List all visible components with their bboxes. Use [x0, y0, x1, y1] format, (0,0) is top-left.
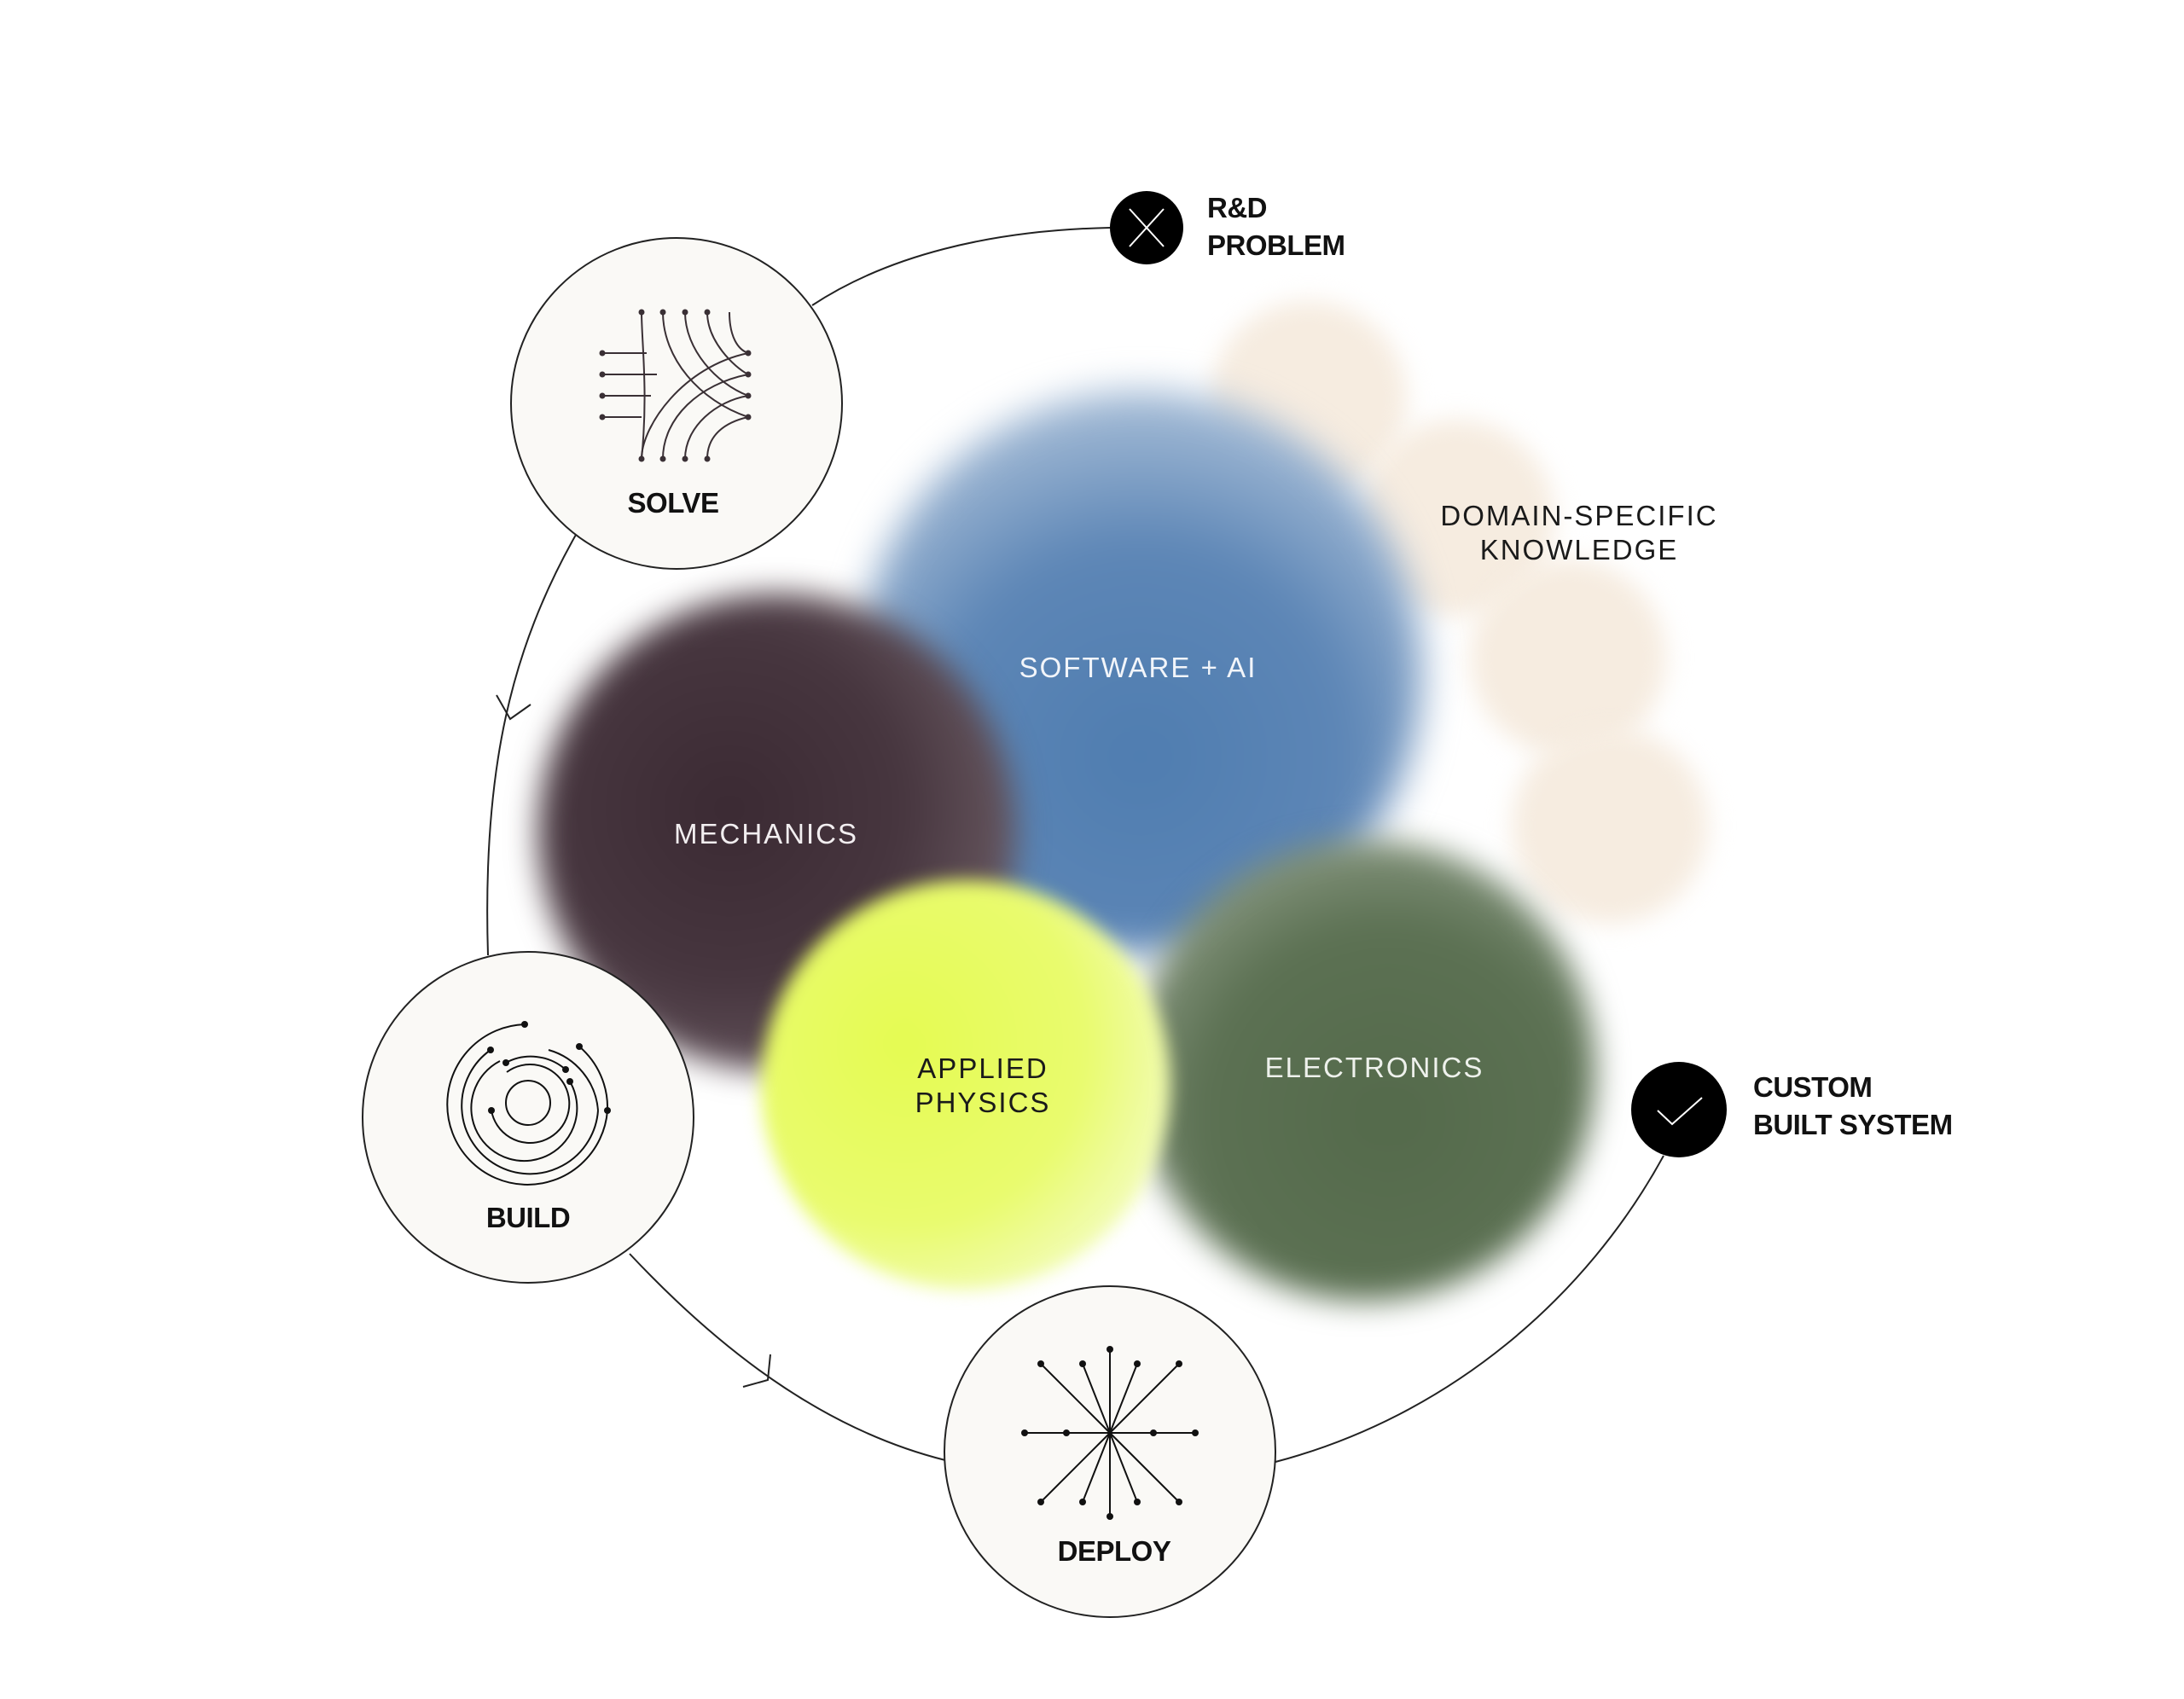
- solve-node: [510, 237, 843, 570]
- arrow-down-icon: [496, 694, 531, 721]
- electronics-label: ELECTRONICS: [1264, 1052, 1484, 1083]
- build-node: [362, 951, 694, 1284]
- x-icon: [1110, 191, 1183, 264]
- knowledge-blob: [1512, 728, 1708, 924]
- software-ai-label: SOFTWARE + AI: [1019, 652, 1258, 683]
- applied-physics-blob: [761, 880, 1170, 1290]
- solve-label: SOLVE: [627, 487, 719, 519]
- electronics-blob: [1135, 840, 1595, 1301]
- build-label: BUILD: [485, 1202, 571, 1233]
- start-line2: PROBLEM: [1207, 229, 1345, 261]
- end-line1: CUSTOM: [1753, 1071, 1873, 1103]
- end-line2: BUILT SYSTEM: [1753, 1109, 1953, 1140]
- check-icon: [1631, 1062, 1727, 1157]
- path-deploy-to-end: [1275, 1155, 1664, 1463]
- mechanics-label: MECHANICS: [673, 818, 859, 850]
- starburst-icon: [1021, 1346, 1199, 1520]
- start-line1: R&D: [1207, 192, 1267, 223]
- path-solve-to-build: [486, 534, 577, 956]
- end-label: CUSTOM BUILT SYSTEM: [1753, 1069, 1953, 1144]
- domain-knowledge-line2: KNOWLEDGE: [1479, 534, 1679, 565]
- applied-physics-line2: PHYSICS: [915, 1087, 1051, 1118]
- start-label: R&D PROBLEM: [1207, 189, 1345, 264]
- applied-physics-label: APPLIED PHYSICS: [915, 1052, 1051, 1120]
- path-start-to-solve: [811, 227, 1111, 306]
- arrow-right-icon: [742, 1354, 771, 1388]
- path-build-to-deploy: [629, 1253, 946, 1461]
- knowledge-blob: [1470, 560, 1666, 756]
- deploy-label: DEPLOY: [1057, 1535, 1171, 1567]
- domain-knowledge-label: DOMAIN-SPECIFIC KNOWLEDGE: [1440, 499, 1717, 567]
- spiral-icon: [446, 1021, 611, 1186]
- crossing-lines-icon: [599, 309, 752, 462]
- domain-knowledge-line1: DOMAIN-SPECIFIC: [1440, 500, 1718, 531]
- applied-physics-line1: APPLIED: [917, 1052, 1048, 1084]
